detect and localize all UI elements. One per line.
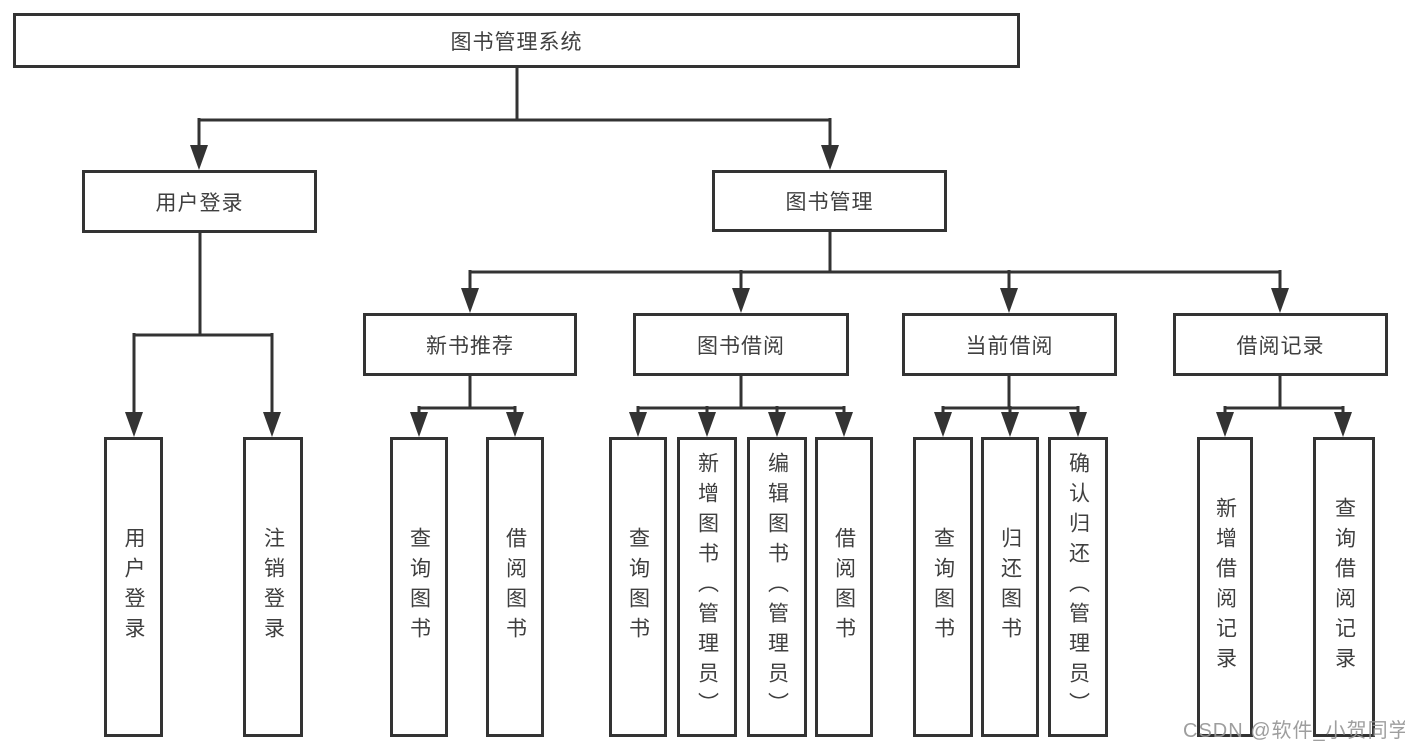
node-label: 用户登录 (122, 527, 145, 647)
leaf-user-login: 用户登录 (104, 437, 163, 737)
node-label: 查询图书 (407, 527, 431, 647)
node-label: 新增图书（管理员） (695, 452, 719, 722)
leaf-return-books: 归还图书 (981, 437, 1039, 737)
leaf-add-books-admin: 新增图书（管理员） (677, 437, 737, 737)
node-label: 借阅记录 (1236, 334, 1325, 358)
leaf-query-books-borrowing: 查询图书 (609, 437, 667, 737)
node-label: 新书推荐 (426, 334, 514, 358)
node-label: 当前借阅 (965, 334, 1054, 358)
node-label: 图书管理 (785, 191, 874, 214)
node-current-borrowing: 当前借阅 (902, 313, 1117, 376)
leaf-query-books-current: 查询图书 (913, 437, 973, 737)
node-label: 注销登录 (261, 527, 285, 647)
leaf-query-borrow-record: 查询借阅记录 (1313, 437, 1375, 737)
node-label: 用户登录 (155, 191, 244, 215)
node-label: 查询图书 (626, 527, 650, 647)
leaf-confirm-return-admin: 确认归还（管理员） (1048, 437, 1108, 737)
node-label: 图书借阅 (697, 334, 785, 358)
leaf-borrow-books-borrowing: 借阅图书 (815, 437, 873, 737)
node-label: 查询借阅记录 (1332, 497, 1356, 677)
node-label: 确认归还（管理员） (1066, 452, 1090, 722)
leaf-add-borrow-record: 新增借阅记录 (1197, 437, 1253, 737)
node-label: 归还图书 (998, 527, 1022, 647)
node-borrowing-records: 借阅记录 (1173, 313, 1388, 376)
arrowheads (125, 145, 1352, 437)
node-label: 编辑图书（管理员） (765, 452, 789, 722)
node-label: 新增借阅记录 (1213, 497, 1237, 677)
node-book-borrowing: 图书借阅 (633, 313, 849, 376)
node-library-management-system: 图书管理系统 (13, 13, 1020, 68)
leaf-logout: 注销登录 (243, 437, 303, 737)
csdn-watermark: CSDN @软件_小贺同学 (1183, 720, 1405, 742)
leaf-edit-books-admin: 编辑图书（管理员） (747, 437, 807, 737)
node-label: 借阅图书 (503, 527, 527, 647)
node-label: 图书管理系统 (450, 30, 583, 54)
leaf-query-books-recommend: 查询图书 (390, 437, 448, 737)
node-label: 查询图书 (931, 527, 955, 647)
node-new-book-recommendation: 新书推荐 (363, 313, 577, 376)
node-label: 借阅图书 (832, 527, 856, 647)
node-book-management: 图书管理 (712, 170, 947, 232)
node-user-login: 用户登录 (82, 170, 317, 233)
leaf-borrow-books-recommend: 借阅图书 (486, 437, 544, 737)
connector-stems (132, 68, 1345, 418)
